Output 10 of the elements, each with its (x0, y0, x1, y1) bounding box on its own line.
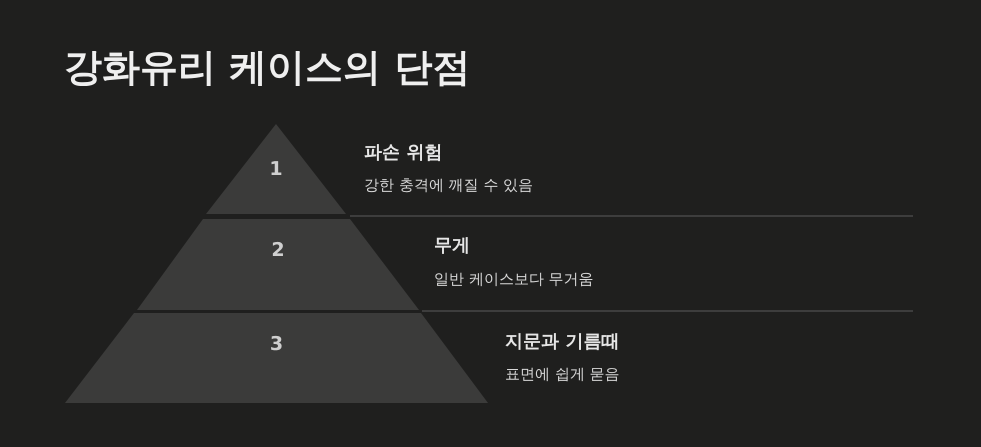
tier-heading: 무게 (434, 234, 470, 257)
tier-description: 일반 케이스보다 무거움 (434, 270, 594, 289)
tier-heading: 지문과 기름때 (505, 330, 620, 353)
tier-number: 1 (268, 158, 284, 180)
tier-heading: 파손 위험 (364, 141, 442, 164)
tier-number: 3 (268, 333, 284, 355)
tier-description: 강한 충격에 깨질 수 있음 (364, 176, 534, 195)
tier-description: 표면에 쉽게 묻음 (505, 365, 620, 384)
title: 강화유리 케이스의 단점 (64, 44, 470, 91)
tier-number: 2 (270, 239, 286, 261)
